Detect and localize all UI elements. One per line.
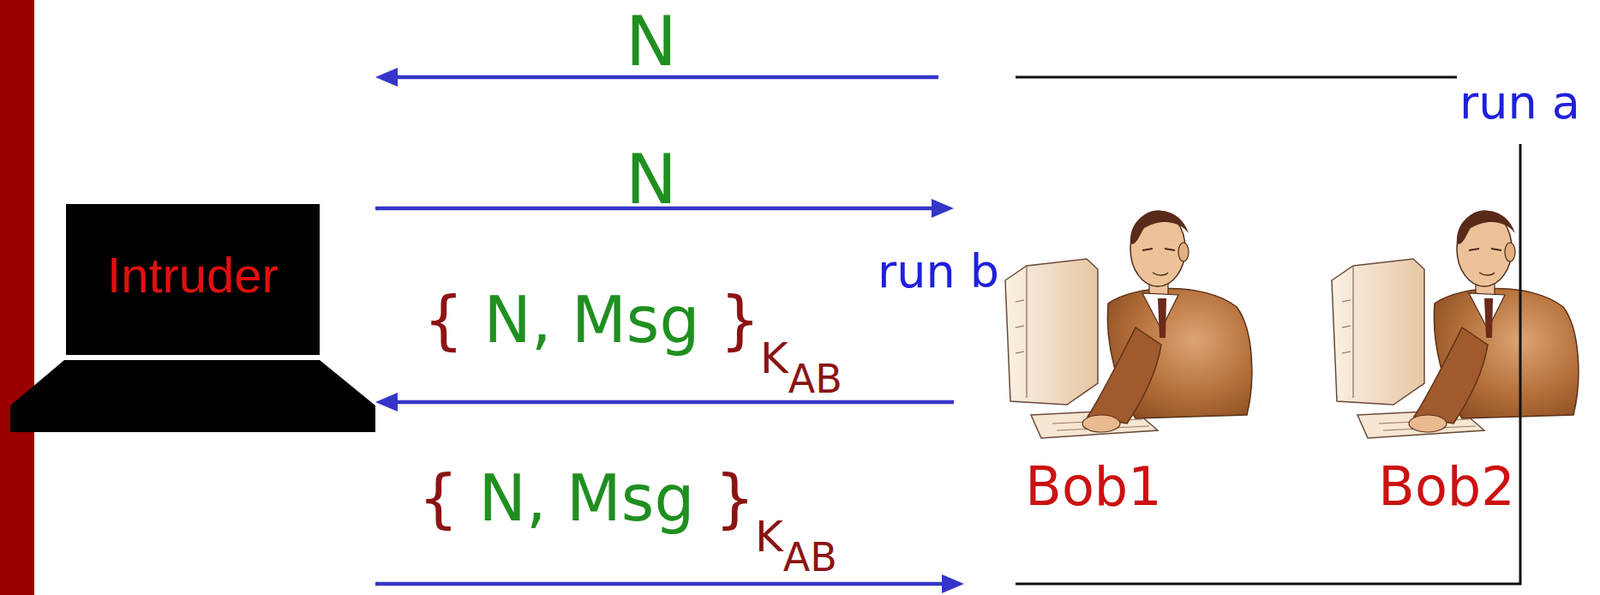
principal-node: Bob2 bbox=[1328, 143, 1595, 523]
node-name: Bob2 bbox=[1378, 460, 1515, 514]
brace: } bbox=[719, 282, 761, 357]
brace: { bbox=[423, 282, 464, 357]
label-holder: run b bbox=[875, 248, 1005, 297]
label-holder: N bbox=[625, 7, 678, 77]
brace: { bbox=[418, 461, 459, 535]
brace: } bbox=[714, 461, 756, 535]
run-label: run b bbox=[877, 248, 1000, 295]
message-content: N, Msg bbox=[463, 282, 720, 357]
key-subscript: AB bbox=[788, 355, 843, 402]
arrow-line bbox=[375, 581, 942, 587]
arrow-head bbox=[941, 574, 965, 594]
node-name: Intruder bbox=[107, 250, 279, 300]
message-content: N, Msg bbox=[458, 461, 715, 535]
message-label: { N, Msg }KAB bbox=[418, 466, 838, 530]
label-holder: { N, Msg }KAB bbox=[418, 466, 838, 530]
label-holder: run a bbox=[1456, 71, 1590, 144]
principal-node: Bob1 bbox=[953, 192, 1260, 519]
arrow-head bbox=[931, 198, 954, 218]
arrow-head bbox=[375, 392, 398, 412]
message-label: N bbox=[625, 145, 678, 215]
label-holder: N bbox=[625, 145, 678, 215]
key-subscript: K bbox=[760, 333, 789, 384]
key-subscript: AB bbox=[783, 533, 838, 581]
message-label: N bbox=[625, 7, 678, 77]
intruder-node: Intruder bbox=[10, 203, 376, 432]
node-name: Bob1 bbox=[1024, 460, 1162, 514]
key-subscript: K bbox=[755, 511, 784, 562]
arrow-line bbox=[397, 400, 954, 405]
run-label: run a bbox=[1459, 79, 1581, 126]
message-label: { N, Msg }KAB bbox=[423, 287, 843, 352]
run-bracket bbox=[1519, 143, 1523, 523]
laptop-icon bbox=[10, 203, 376, 432]
arrow-head bbox=[375, 67, 398, 87]
person-figure bbox=[1005, 210, 1253, 438]
message-arrow bbox=[375, 392, 954, 412]
run-bracket bbox=[1015, 522, 1521, 584]
side-bar bbox=[0, 0, 35, 595]
label-holder: { N, Msg }KAB bbox=[423, 287, 843, 352]
message-arrow bbox=[375, 67, 1521, 144]
person-figure bbox=[1331, 210, 1579, 438]
run-bracket bbox=[1015, 77, 1521, 144]
